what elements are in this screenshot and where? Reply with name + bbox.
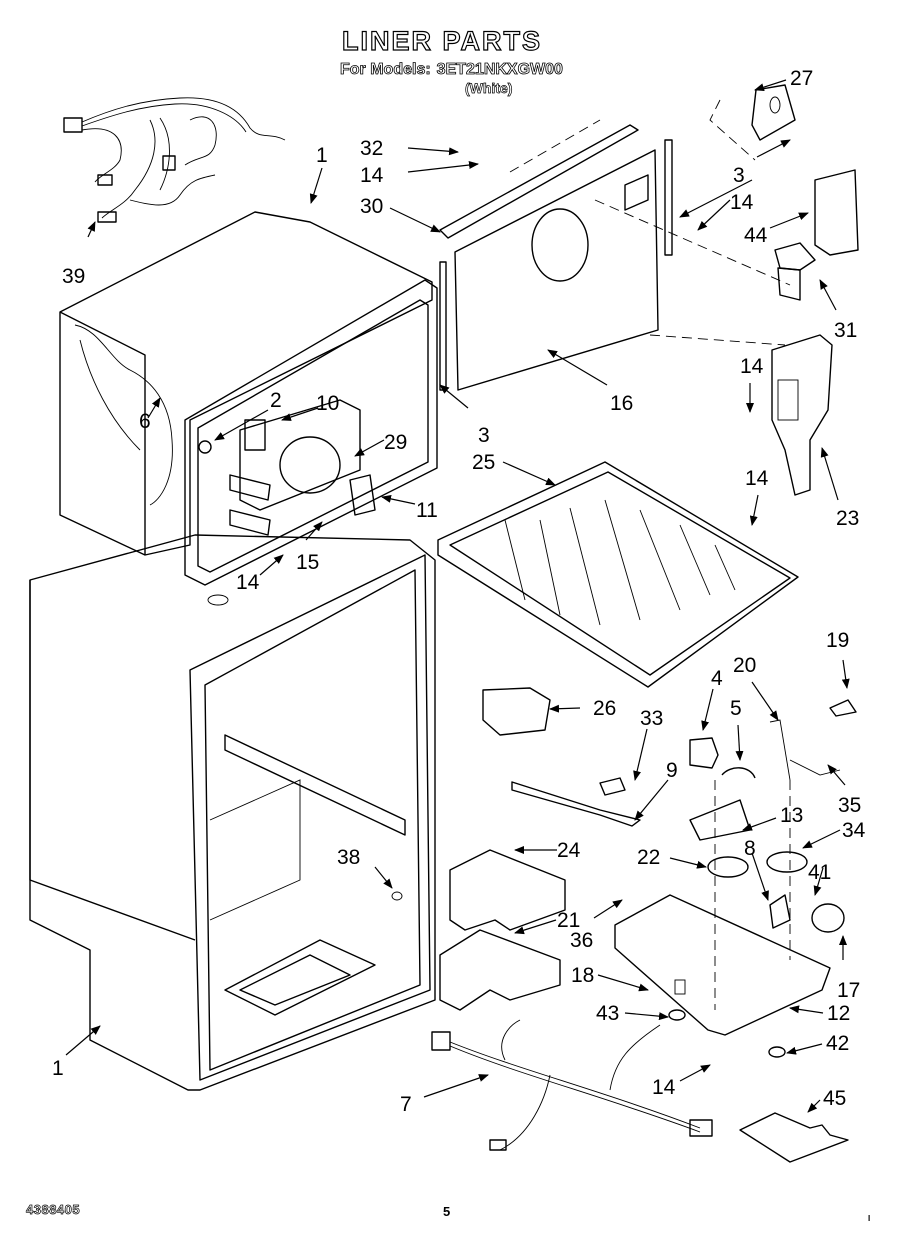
callout-12: 12 [827,1002,851,1025]
upper-liner-box [59,211,438,586]
callout-24: 24 [557,839,581,862]
callout-44: 44 [744,224,768,247]
callout-13: 13 [780,804,804,827]
model-number: 3ET21NKXGW00 [436,61,563,79]
callout-14: 14 [730,191,754,214]
document-number: 4388405 [26,1202,81,1218]
callout-20: 20 [733,654,757,677]
model-line: For Models: 3ET21NKXGW00 [340,61,564,79]
callout-14: 14 [740,355,764,378]
callout-31: 31 [834,319,858,342]
crisper-covers [439,849,566,1011]
callout-19: 19 [826,629,850,652]
callout-3: 3 [478,424,490,447]
callout-17: 17 [837,979,861,1002]
callout-14: 14 [360,164,384,187]
callout-23: 23 [836,507,860,530]
duct-cover [709,84,796,161]
callout-26: 26 [593,697,617,720]
wire-harness-bottom [431,1019,713,1151]
callout-14: 14 [652,1076,676,1099]
callout-2: 2 [270,389,282,412]
evaporator-cover-panel [439,119,791,391]
cover-plate [739,1112,849,1163]
air-duct-parts [774,169,859,301]
callout-27: 27 [790,67,814,90]
callout-45: 45 [823,1087,847,1110]
control-housing [614,780,845,1058]
callout-15: 15 [296,551,320,574]
wire-harness-top [63,97,286,223]
control-small-parts [482,687,857,841]
callout-22: 22 [637,846,661,869]
callout-14: 14 [236,571,260,594]
callout-33: 33 [640,707,664,730]
callout-32: 32 [360,137,384,160]
color-variant: (White) [465,80,513,97]
models-prefix: For Models: [340,61,431,79]
callout-6: 6 [139,410,151,433]
callout-11: 11 [416,499,438,522]
callout-1: 1 [52,1057,64,1080]
callout-16: 16 [610,392,634,415]
callout-3: 3 [733,164,745,187]
callout-5: 5 [730,697,742,720]
fan-motor-assembly [198,399,376,536]
leader-arrows [65,79,850,1113]
callout-9: 9 [666,759,678,782]
callout-18: 18 [571,964,595,987]
callout-7: 7 [400,1093,412,1116]
diagram-title: LINER PARTS [341,25,543,56]
callout-21: 21 [557,909,581,932]
callout-30: 30 [360,195,384,218]
callout-1: 1 [316,144,328,167]
air-duct [771,334,833,496]
callout-41: 41 [808,861,832,884]
callout-43: 43 [596,1002,620,1025]
lower-liner [29,534,436,1091]
callout-14: 14 [745,467,769,490]
callout-35: 35 [838,794,862,817]
callout-8: 8 [744,837,756,860]
callout-29: 29 [384,431,408,454]
corner-mark: I [868,1214,871,1223]
page-number: 5 [443,1204,451,1219]
callout-25: 25 [472,451,496,474]
callout-4: 4 [711,667,723,690]
callout-36: 36 [570,929,594,952]
callout-38: 38 [337,846,361,869]
callout-34: 34 [842,819,866,842]
callout-10: 10 [316,392,340,415]
freezer-shelf [437,461,799,688]
callout-39: 39 [62,265,86,288]
callout-42: 42 [826,1032,850,1055]
